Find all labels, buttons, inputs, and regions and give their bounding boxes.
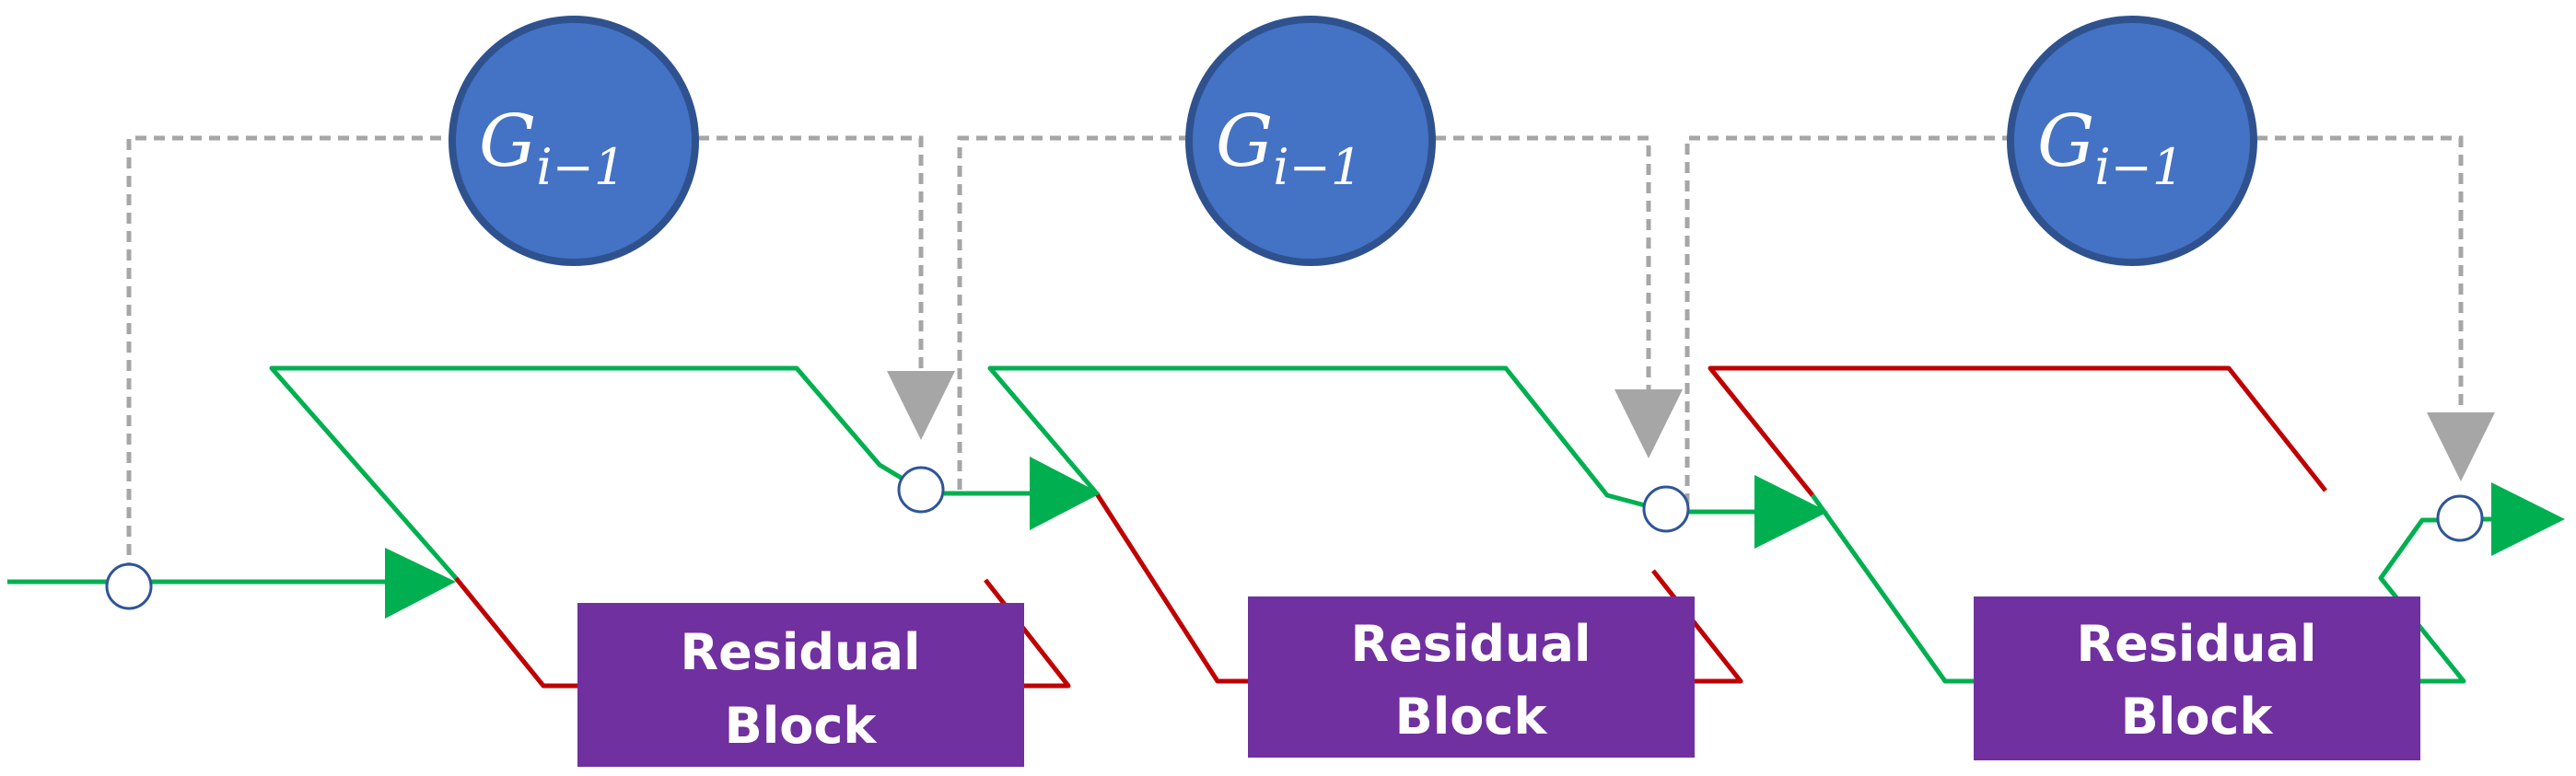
junction-node-3 xyxy=(2436,494,2484,542)
skip-connection-2 xyxy=(957,135,1186,490)
residual-block-1: Residual Block xyxy=(577,603,1024,767)
junction-node-2 xyxy=(1642,485,1690,533)
bypass-path-1 xyxy=(269,365,923,580)
generator-2-symbol: G xyxy=(1216,100,1273,183)
residual-block-3: Residual Block xyxy=(1974,596,2420,760)
flow-arrowhead-2 xyxy=(1030,457,1101,530)
svg-text:Gi−1: Gi−1 xyxy=(2037,100,2184,196)
generator-node-3: Gi−1 xyxy=(2007,16,2257,266)
skip-arrowhead-3 xyxy=(2427,412,2495,481)
generator-node-2: Gi−1 xyxy=(1185,16,1436,266)
skip-connection-3 xyxy=(1684,135,2008,504)
flow-arrowhead-4 xyxy=(2491,482,2565,556)
residual-block-1-line1: Residual xyxy=(681,623,921,681)
residual-block-3-line2: Block xyxy=(2121,688,2274,746)
junction-node-1 xyxy=(897,466,945,514)
generator-1-symbol: G xyxy=(479,100,536,183)
skip-arrowhead-2 xyxy=(1614,389,1683,458)
skip-connection-1 xyxy=(126,135,449,573)
active-path-3 xyxy=(1810,493,2466,684)
generator-3-symbol: G xyxy=(2037,100,2094,183)
skip-arrowhead-1 xyxy=(887,371,955,440)
residual-block-2-line1: Residual xyxy=(1351,615,1591,673)
flow-arrowhead-1 xyxy=(385,548,456,619)
skip-connection-3-out xyxy=(2256,135,2464,408)
svg-text:Gi−1: Gi−1 xyxy=(1216,100,1362,196)
residual-block-3-line1: Residual xyxy=(2077,615,2317,673)
svg-text:Gi−1: Gi−1 xyxy=(479,100,625,196)
inactive-path-3 xyxy=(1708,365,2327,497)
bypass-path-2 xyxy=(987,365,1649,509)
generator-3-subscript: i−1 xyxy=(2094,138,2184,196)
generator-2-subscript: i−1 xyxy=(1273,138,1362,196)
generator-node-1: Gi−1 xyxy=(449,16,699,266)
junction-node-input xyxy=(105,562,153,610)
generator-1-subscript: i−1 xyxy=(536,138,625,196)
residual-block-1-line2: Block xyxy=(725,697,878,755)
skip-connection-1-out xyxy=(698,135,924,385)
flow-arrowhead-3 xyxy=(1754,475,1828,549)
residual-block-2: Residual Block xyxy=(1248,596,1695,758)
residual-block-2-line2: Block xyxy=(1395,688,1548,746)
skip-connection-2-out xyxy=(1435,135,1651,403)
